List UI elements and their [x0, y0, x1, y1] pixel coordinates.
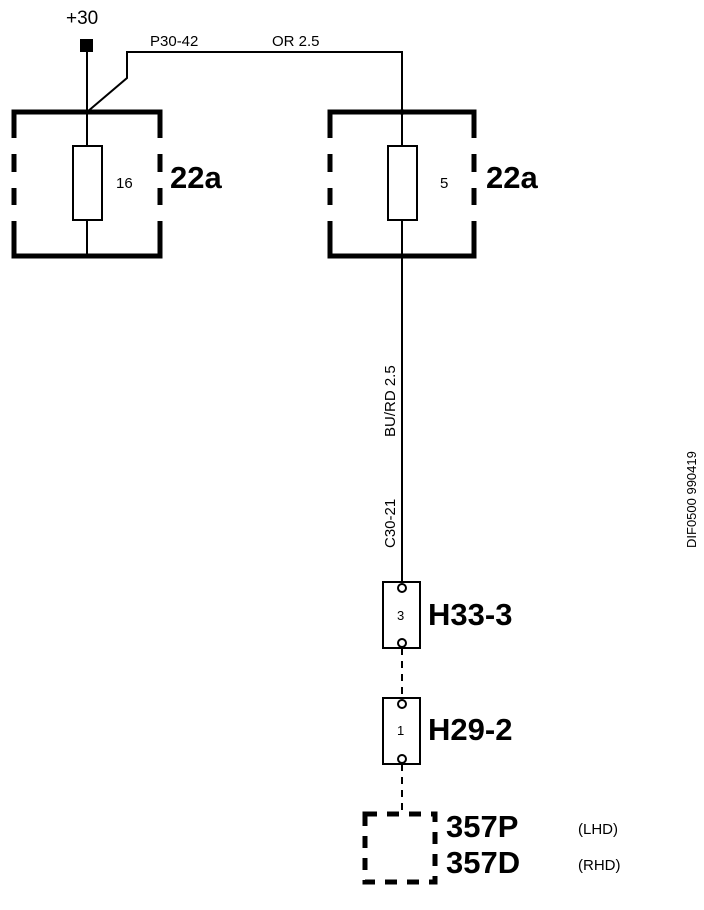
fuse-symbol-right — [387, 145, 418, 221]
fuse-left-box-label: 22a — [170, 160, 222, 195]
supply-terminal — [80, 39, 93, 52]
connector-2-pin: 1 — [397, 723, 404, 738]
fuse-right-box-label: 22a — [486, 160, 538, 195]
wire-top-id: P30-42 — [150, 33, 198, 50]
component-lhd-code: 357P — [446, 809, 518, 844]
wire-vertical-spec: BU/RD 2.5 — [382, 365, 399, 437]
connector-1-pin: 3 — [397, 608, 404, 623]
supply-label: +30 — [66, 8, 98, 29]
fuse-box-right — [324, 109, 480, 259]
fuse-symbol-left — [72, 145, 103, 221]
fuse-box-left — [8, 109, 166, 259]
connector-1-name: H33-3 — [428, 597, 512, 632]
fuse-right-number: 5 — [440, 175, 448, 192]
connector-h33-3 — [382, 581, 421, 649]
component-lhd-variant: (LHD) — [578, 821, 618, 838]
component-dashed-box — [362, 811, 438, 885]
component-rhd-code: 357D — [446, 845, 520, 880]
wire-p30-42 — [86, 51, 403, 113]
wire-vertical-id: C30-21 — [382, 499, 399, 548]
connector-2-name: H29-2 — [428, 712, 512, 747]
doc-reference: DIF0500 990419 — [684, 451, 699, 548]
wire-top-spec: OR 2.5 — [272, 33, 320, 50]
junction-dot — [399, 109, 405, 115]
fuse-left-number: 16 — [116, 175, 133, 192]
component-rhd-variant: (RHD) — [578, 857, 621, 874]
